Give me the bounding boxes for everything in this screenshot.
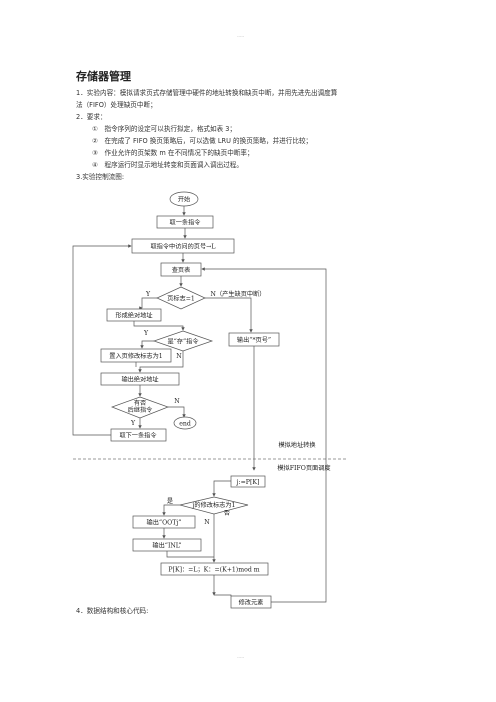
next-cond-label-1: 有否 bbox=[134, 399, 146, 407]
requirements-heading: 2．要求： bbox=[76, 113, 107, 121]
modify-n-label: N bbox=[204, 519, 210, 526]
start-label: 开始 bbox=[178, 196, 190, 204]
set-modify-flag-label: 置入页修改标志为1 bbox=[109, 352, 162, 360]
store-decision-label: 是“存”指令 bbox=[167, 338, 199, 346]
requirement-item: ③ 作业允许的页架数 m 在不同情况下的缺页中断率； bbox=[92, 149, 254, 157]
next-cond-label-2: 后继指令 bbox=[128, 406, 154, 414]
store-no-label: N bbox=[176, 353, 182, 360]
modify-flag-label: j的修改标志为1 bbox=[192, 501, 236, 509]
modify-element-label: 修改元素 bbox=[239, 599, 264, 607]
update-pk-label: P[K]：=L；K：=(K+1)mod m bbox=[168, 567, 259, 574]
addr-translate-label: 模拟地址转换 bbox=[278, 441, 315, 449]
page-footer-mark: ----- bbox=[237, 655, 245, 660]
next-yes-label: Y bbox=[130, 420, 136, 427]
output-ootj-label: 输出“OOTj” bbox=[147, 519, 182, 527]
modify-yes-label: 是 bbox=[167, 498, 173, 505]
page-flag-label: 页标志=1 bbox=[167, 295, 195, 303]
j-assign-box bbox=[230, 475, 266, 488]
intro-line-2: 法（FIFO）处理缺页中断； bbox=[76, 101, 157, 109]
requirement-item: ① 指令序列的设定可以执行拟定，格式如表 3； bbox=[92, 125, 237, 133]
output-abs-addr-label: 输出绝对地址 bbox=[121, 376, 158, 384]
intro-line-1: 1．实验内容：模拟请求页式存储管理中硬件的地址转换和缺页中断，并用先进先出调度算 bbox=[76, 89, 338, 97]
modify-no-label: 否 bbox=[224, 510, 230, 517]
requirement-item: ④ 程序运行时显示地址转变和页面调入调出过程。 bbox=[92, 161, 243, 169]
update-pk-box bbox=[160, 562, 269, 576]
page-header-mark: ----- bbox=[237, 34, 245, 39]
page-flag-decision bbox=[156, 286, 206, 310]
end-node bbox=[173, 416, 197, 430]
fifo-label: 模拟FIFO页面调度 bbox=[277, 464, 330, 472]
page-title: 存储器管理 bbox=[76, 70, 131, 83]
store-yes-label: Y bbox=[143, 330, 149, 337]
requirement-item: ② 在完成了 FIFO 换页策略后，可以选做 LRU 的换页策略，并进行比较； bbox=[92, 137, 313, 145]
flag-yes-label: Y bbox=[145, 291, 151, 298]
end-label: end bbox=[179, 421, 191, 428]
fetch-next-label: 取下一条指令 bbox=[119, 432, 157, 440]
next-no-label: N bbox=[174, 398, 180, 405]
lookup-table-label: 查页表 bbox=[172, 266, 191, 274]
j-assign-label: j:=P[K] bbox=[236, 479, 260, 486]
fetch-instruction-label: 取一条指令 bbox=[170, 219, 202, 227]
output-inl-label: 输出“INL” bbox=[152, 542, 181, 550]
section-4-heading: 4．数据结构和核心代码: bbox=[76, 607, 149, 615]
form-abs-addr-label: 形成绝对地址 bbox=[115, 312, 152, 320]
flowchart-caption: 3.实验控制流图: bbox=[76, 173, 125, 181]
output-page-label: 输出“*页号” bbox=[237, 336, 271, 344]
page-number-label: 取指令中访问的页号→L bbox=[151, 243, 216, 251]
flag-no-label: N（产生缺页中断） bbox=[211, 290, 266, 298]
